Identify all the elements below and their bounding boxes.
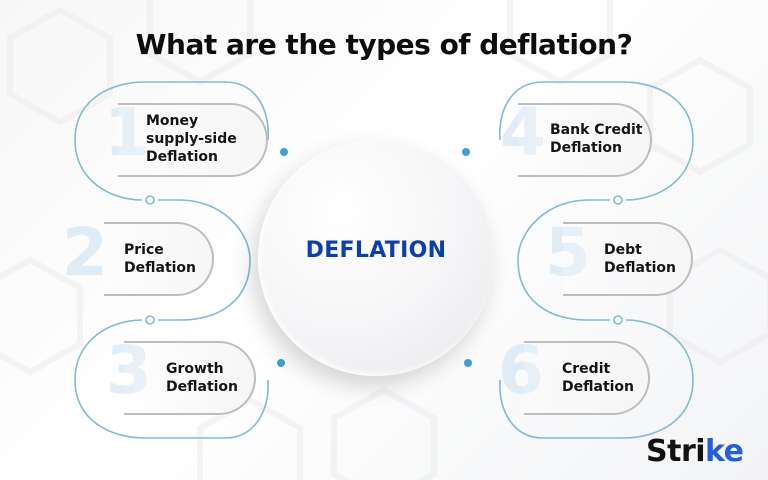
type-card: [118, 103, 268, 177]
type-label: Price Deflation: [124, 242, 197, 276]
loop-1: [74, 81, 269, 201]
type-card: [524, 341, 650, 415]
type-card: [124, 341, 256, 415]
type-card: [518, 103, 652, 177]
type-card: [104, 222, 214, 296]
type-label: Credit Deflation: [562, 361, 635, 395]
strike-logo: Strike: [646, 434, 744, 469]
type-label: Growth Deflation: [166, 361, 239, 395]
logo-accent-text: ke: [705, 434, 744, 469]
connector-ring: [145, 195, 155, 205]
connector-dot: [280, 148, 288, 156]
logo-text: Stri: [646, 434, 706, 469]
type-label: Debt Deflation: [604, 242, 677, 276]
type-card: [563, 222, 693, 296]
type-label: Money supply-side Deflation: [146, 113, 237, 165]
type-label: Bank Credit Deflation: [550, 122, 643, 156]
page-title: What are the types of deflation?: [135, 28, 633, 61]
center-label: DEFLATION: [305, 238, 447, 263]
step-number: 2: [62, 214, 108, 291]
center-circle: DEFLATION: [258, 140, 494, 376]
